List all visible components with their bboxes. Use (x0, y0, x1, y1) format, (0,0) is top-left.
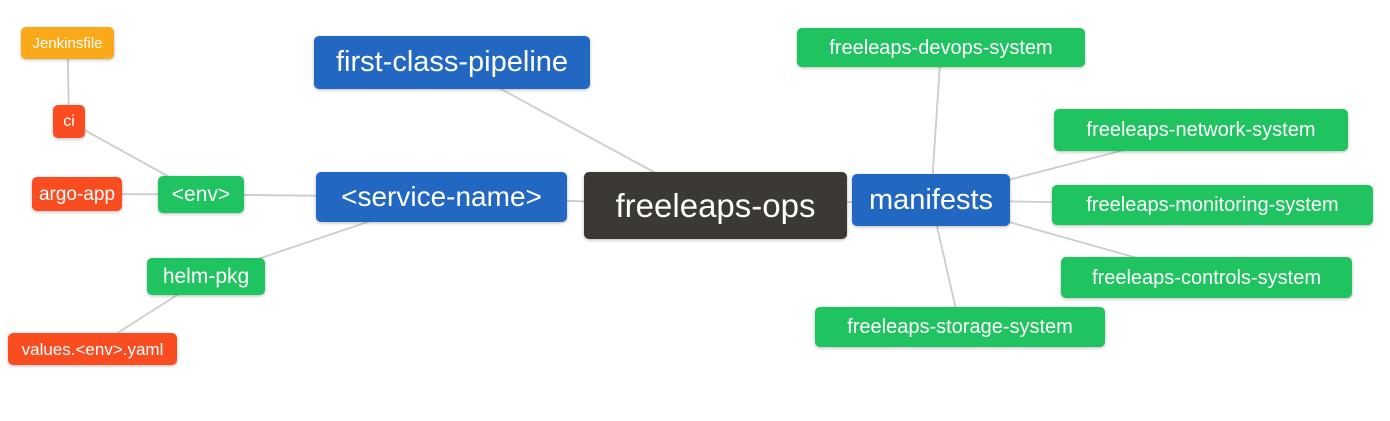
node-devops-system[interactable]: freeleaps-devops-system (797, 28, 1085, 67)
node-ci[interactable]: ci (53, 105, 85, 138)
node-manifests[interactable]: manifests (852, 174, 1010, 226)
node-root[interactable]: freeleaps-ops (584, 172, 847, 239)
node-values-env-yaml[interactable]: values.<env>.yaml (8, 333, 177, 365)
node-argo-app[interactable]: argo-app (32, 177, 122, 211)
node-first-class-pipeline[interactable]: first-class-pipeline (314, 36, 590, 89)
node-controls-system[interactable]: freeleaps-controls-system (1061, 257, 1352, 298)
node-helm-pkg[interactable]: helm-pkg (147, 258, 265, 295)
node-monitoring-system[interactable]: freeleaps-monitoring-system (1052, 185, 1373, 225)
node-service-name[interactable]: <service-name> (316, 172, 567, 222)
node-jenkinsfile[interactable]: Jenkinsfile (21, 27, 114, 59)
node-network-system[interactable]: freeleaps-network-system (1054, 109, 1348, 151)
node-storage-system[interactable]: freeleaps-storage-system (815, 307, 1105, 347)
node-env[interactable]: <env> (158, 176, 244, 213)
